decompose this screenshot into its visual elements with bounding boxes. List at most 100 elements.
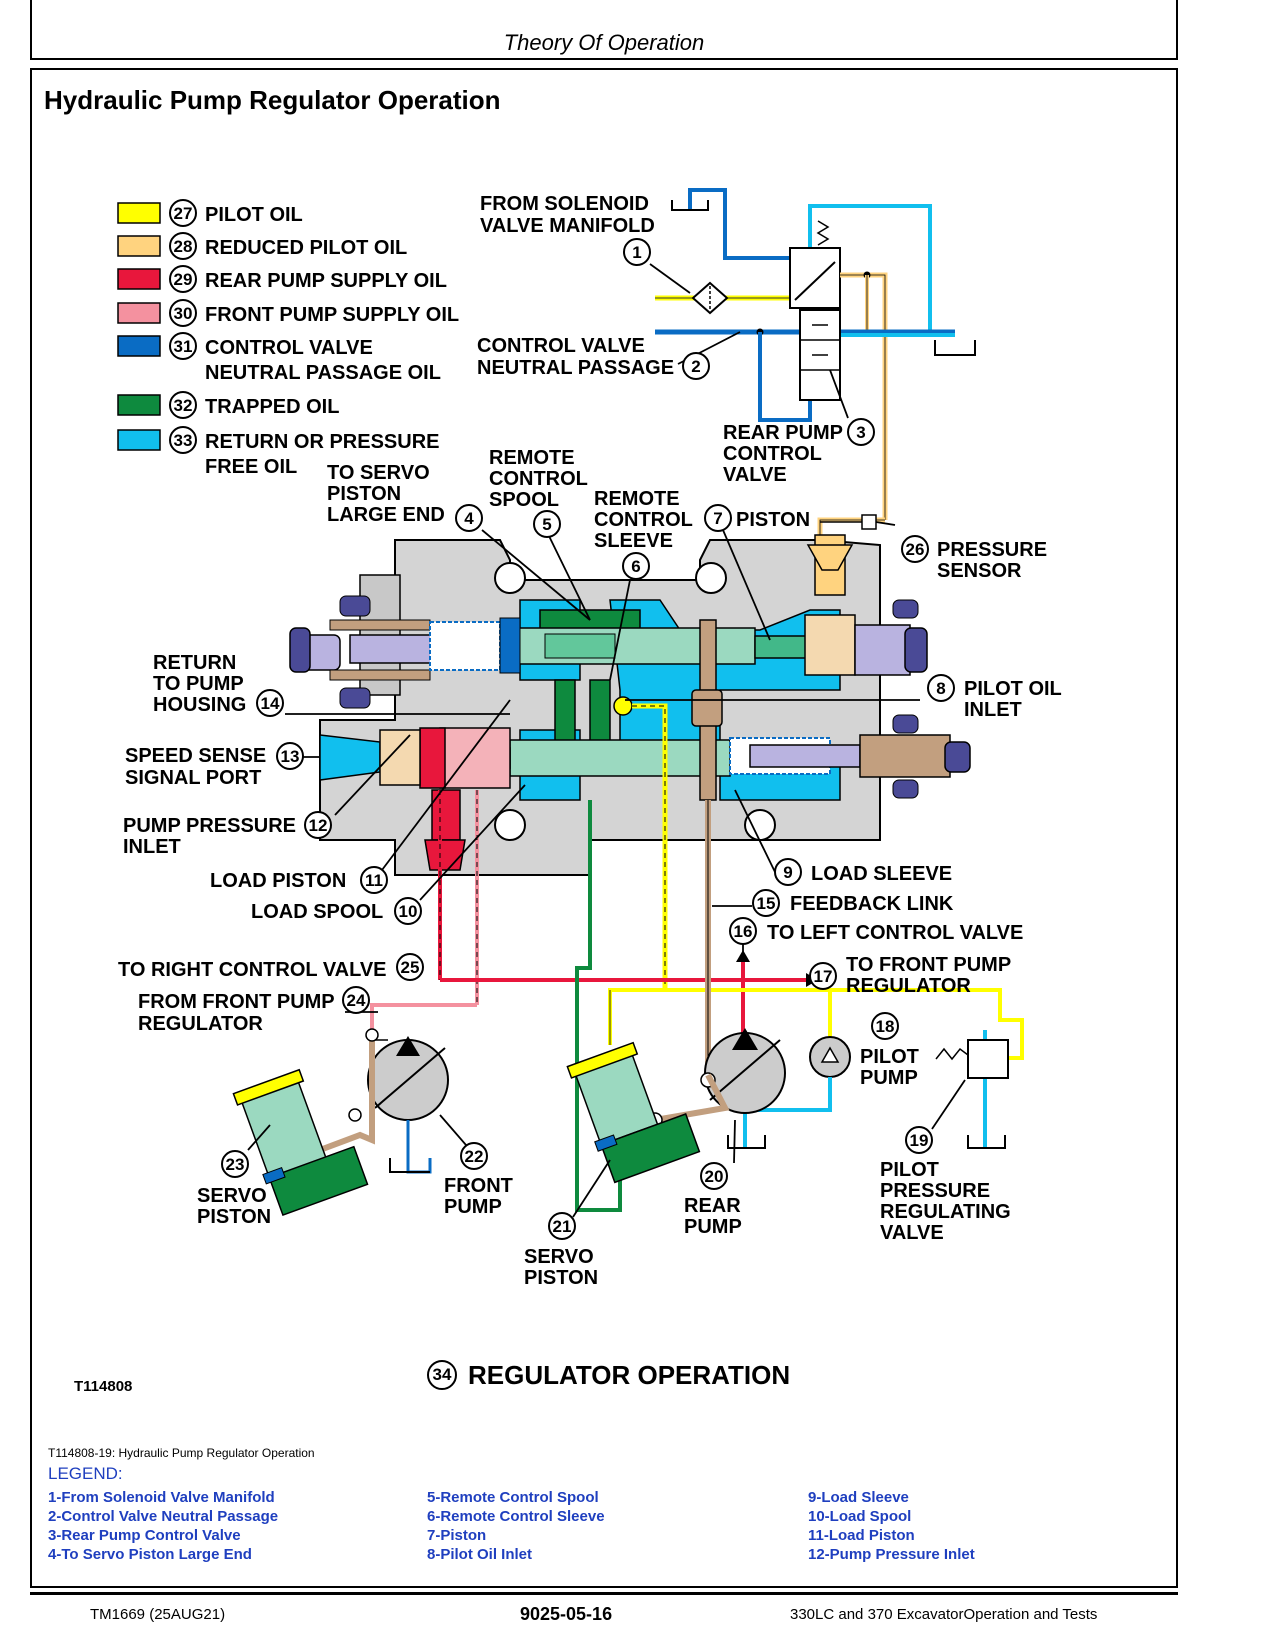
footer-title: 330LC and 370 ExcavatorOperation and Tes… <box>790 1606 1098 1623</box>
key-item-27: 27 PILOT OIL <box>117 199 303 227</box>
legend-item: 7-Piston <box>427 1527 487 1544</box>
svg-text:TO SERVO: TO SERVO <box>327 462 430 484</box>
swatch-rear-pump-supply-oil <box>117 268 161 290</box>
legend-item: 3-Rear Pump Control Valve <box>48 1527 241 1544</box>
callout-20: 20 REAR PUMP <box>684 1162 742 1238</box>
svg-text:TRAPPED OIL: TRAPPED OIL <box>205 396 339 418</box>
svg-text:VALVE: VALVE <box>723 464 787 486</box>
svg-text:19: 19 <box>910 1131 929 1150</box>
svg-text:FROM FRONT PUMP: FROM FRONT PUMP <box>138 991 335 1013</box>
svg-text:SPOOL: SPOOL <box>489 489 559 511</box>
svg-text:7: 7 <box>713 509 722 528</box>
rear-servo-piston <box>566 1041 701 1184</box>
callout-21: 21 SERVO PISTON <box>524 1212 598 1289</box>
callout-7: 7 PISTON <box>704 504 810 532</box>
key-item-32: 32 TRAPPED OIL <box>117 391 339 419</box>
callout-9: 9 LOAD SLEEVE <box>774 858 952 886</box>
svg-text:12: 12 <box>309 816 328 835</box>
svg-text:6: 6 <box>631 557 640 576</box>
svg-text:15: 15 <box>757 894 776 913</box>
callout-5: REMOTE CONTROL SPOOL 5 <box>489 447 588 538</box>
svg-text:REGULATOR: REGULATOR <box>846 975 971 997</box>
legend-item: 1-From Solenoid Valve Manifold <box>48 1489 275 1506</box>
swatch-trapped-oil <box>117 394 161 416</box>
svg-text:18: 18 <box>876 1017 895 1036</box>
svg-text:LARGE END: LARGE END <box>327 504 445 526</box>
svg-text:REGULATOR: REGULATOR <box>138 1013 263 1035</box>
svg-text:FROM SOLENOID: FROM SOLENOID <box>480 193 649 215</box>
svg-text:PILOT OIL: PILOT OIL <box>964 678 1062 700</box>
svg-text:PUMP: PUMP <box>684 1216 742 1238</box>
svg-text:PISTON: PISTON <box>327 483 401 505</box>
footer-doc-id: TM1669 (25AUG21) <box>90 1606 226 1623</box>
svg-text:SERVO: SERVO <box>524 1246 594 1268</box>
svg-text:23: 23 <box>226 1155 245 1174</box>
legend-column-1: 1-From Solenoid Valve Manifold 2-Control… <box>48 1488 378 1564</box>
regulator-diagram: 27 PILOT OIL 28 REDUCED PILOT OIL 29 REA… <box>117 188 1062 1289</box>
leader-lines <box>247 263 966 1218</box>
svg-text:14: 14 <box>261 694 280 713</box>
svg-text:SERVO: SERVO <box>197 1185 267 1207</box>
svg-text:FREE OIL: FREE OIL <box>205 456 297 478</box>
legend-item: 4-To Servo Piston Large End <box>48 1546 252 1563</box>
svg-text:LOAD SLEEVE: LOAD SLEEVE <box>811 863 952 885</box>
svg-text:TO FRONT PUMP: TO FRONT PUMP <box>846 954 1011 976</box>
svg-text:PISTON: PISTON <box>197 1206 271 1228</box>
svg-text:8: 8 <box>936 679 945 698</box>
svg-text:INLET: INLET <box>123 836 181 858</box>
svg-text:31: 31 <box>174 337 193 356</box>
callout-12: PUMP PRESSURE INLET 12 <box>123 811 332 858</box>
pressure-sensor-icon <box>861 514 877 530</box>
svg-text:30: 30 <box>174 304 193 323</box>
lower-circuit <box>232 800 1024 1217</box>
svg-text:9: 9 <box>783 863 792 882</box>
svg-text:CONTROL VALVE: CONTROL VALVE <box>205 337 373 359</box>
svg-text:TO PUMP: TO PUMP <box>153 673 244 695</box>
svg-text:29: 29 <box>174 270 193 289</box>
key-item-29: 29 REAR PUMP SUPPLY OIL <box>117 265 447 293</box>
svg-text:PUMP: PUMP <box>860 1067 918 1089</box>
svg-text:CONTROL: CONTROL <box>489 468 588 490</box>
callout-15: 15 FEEDBACK LINK <box>752 889 954 917</box>
svg-text:VALVE: VALVE <box>880 1222 944 1244</box>
callout-22: 22 FRONT PUMP <box>444 1142 513 1218</box>
svg-text:CONTROL VALVE: CONTROL VALVE <box>477 335 645 357</box>
svg-text:LOAD SPOOL: LOAD SPOOL <box>251 901 383 923</box>
legend-item: 11-Load Piston <box>808 1527 915 1544</box>
svg-text:RETURN OR PRESSURE: RETURN OR PRESSURE <box>205 431 439 453</box>
legend-item: 9-Load Sleeve <box>808 1489 909 1506</box>
callout-19: 19 PILOT PRESSURE REGULATING VALVE <box>880 1126 1011 1244</box>
callout-1: FROM SOLENOID VALVE MANIFOLD 1 <box>480 193 655 266</box>
spring-icon <box>816 220 830 246</box>
svg-text:11: 11 <box>365 871 383 890</box>
content-frame <box>30 68 1178 1588</box>
svg-text:SENSOR: SENSOR <box>937 560 1022 582</box>
svg-text:SIGNAL PORT: SIGNAL PORT <box>125 767 261 789</box>
svg-text:16: 16 <box>734 922 753 941</box>
header-title: Theory Of Operation <box>503 30 705 55</box>
svg-text:3: 3 <box>856 423 865 442</box>
callout-2: CONTROL VALVE NEUTRAL PASSAGE 2 <box>477 335 710 380</box>
regulator-housing <box>289 534 971 1005</box>
callout-4: TO SERVO PISTON LARGE END 4 <box>327 462 483 532</box>
key-item-31: 31 CONTROL VALVE NEUTRAL PASSAGE OIL <box>117 332 441 384</box>
svg-text:REAR PUMP SUPPLY OIL: REAR PUMP SUPPLY OIL <box>205 270 447 292</box>
svg-text:HOUSING: HOUSING <box>153 694 246 716</box>
callout-8: 8 PILOT OIL INLET <box>927 674 1062 721</box>
svg-text:PILOT: PILOT <box>880 1159 939 1181</box>
svg-text:28: 28 <box>174 237 193 256</box>
callout-23: 23 SERVO PISTON <box>197 1150 271 1228</box>
legend-item: 2-Control Valve Neutral Passage <box>48 1508 279 1525</box>
callout-18: 18 PILOT PUMP <box>860 1012 919 1089</box>
legend-item: 6-Remote Control Sleeve <box>427 1508 605 1525</box>
swatch-pilot-oil <box>117 202 161 224</box>
svg-text:5: 5 <box>542 515 551 534</box>
svg-text:21: 21 <box>553 1217 572 1236</box>
svg-text:1: 1 <box>632 243 641 262</box>
callout-6: REMOTE CONTROL SLEEVE 6 <box>594 488 693 580</box>
header-frame: Theory Of Operation <box>30 0 1178 60</box>
svg-text:REMOTE: REMOTE <box>489 447 575 469</box>
svg-text:PILOT OIL: PILOT OIL <box>205 204 303 226</box>
svg-text:2: 2 <box>691 357 700 376</box>
svg-text:PILOT: PILOT <box>860 1046 919 1068</box>
